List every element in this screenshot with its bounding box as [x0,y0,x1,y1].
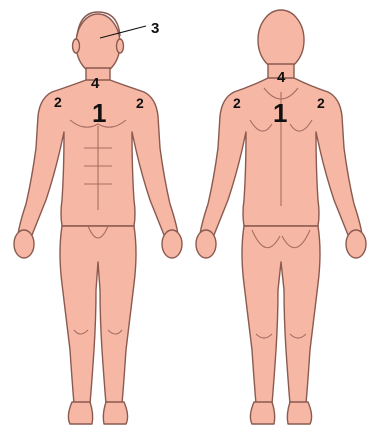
front-ear-left [73,39,80,53]
back-label-neck: 4 [277,69,286,86]
back-label-left-shoulder: 2 [233,95,241,111]
back-hand-right [346,230,366,258]
front-hand-right [162,230,182,258]
front-label-left-shoulder: 2 [54,94,62,110]
front-label-head: 3 [151,20,159,37]
front-ear-right [117,39,124,53]
front-head [76,14,120,74]
back-label-back: 1 [273,98,287,128]
front-foot-left [68,402,92,424]
front-label-right-shoulder: 2 [136,95,144,111]
back-label-right-shoulder: 2 [317,95,325,111]
back-foot-left [250,402,274,424]
back-hand-left [196,230,216,258]
back-foot-right [287,402,311,424]
front-label-torso: 1 [92,98,106,128]
back-head [258,10,304,70]
back-legs [242,226,320,404]
front-legs [60,226,136,404]
front-hand-left [14,230,34,258]
front-figure [14,12,182,424]
front-foot-right [103,402,127,424]
front-label-neck: 4 [91,75,100,92]
